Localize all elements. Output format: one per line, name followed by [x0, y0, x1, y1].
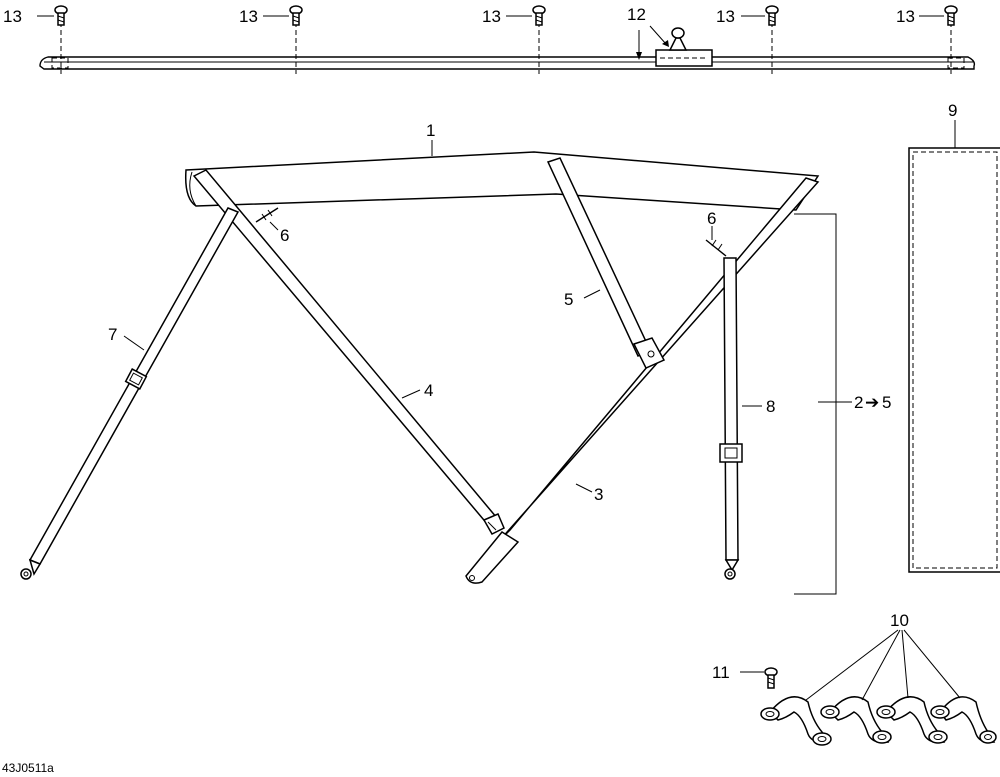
- frame-brace-5: [546, 157, 666, 369]
- top-rail-assembly: [39, 22, 976, 74]
- strap-7: [20, 207, 240, 580]
- top-rail: [39, 56, 976, 70]
- group-bracket: [794, 213, 837, 595]
- leader-5: [583, 289, 601, 299]
- callout-11: 11: [712, 663, 730, 682]
- callout-6-right: 6: [707, 209, 716, 228]
- frame-tube-4: [192, 169, 505, 535]
- screw-13-a: [54, 5, 68, 26]
- rivet-6-right: [705, 239, 727, 257]
- screw-13-b: [289, 5, 303, 26]
- strap-clip-10-b: [820, 696, 892, 744]
- rail-fitting: [655, 27, 713, 67]
- rivet-6-left: [255, 207, 279, 223]
- arrow-right-icon: ➔: [865, 393, 879, 412]
- frame-tube-3: [465, 177, 820, 584]
- screw-13-e: [944, 5, 958, 26]
- drawing-code: 43J0511a: [2, 761, 54, 775]
- callout-3: 3: [594, 485, 603, 504]
- strap-clip-10-c: [876, 696, 948, 744]
- callout-13-c: 13: [482, 7, 501, 26]
- callout-2-to-5: 2 ➔ 5: [854, 393, 891, 412]
- callout-7: 7: [108, 325, 117, 344]
- strap-clip-10-a: [760, 696, 832, 746]
- boot-9: [908, 147, 1000, 573]
- callout-12: 12: [627, 5, 646, 24]
- screw-13-d: [765, 5, 779, 26]
- callout-4: 4: [424, 381, 433, 400]
- callout-1: 1: [426, 121, 435, 140]
- callout-6-left: 6: [280, 226, 289, 245]
- leader-6-left: [269, 221, 279, 231]
- callout-9: 9: [948, 101, 957, 120]
- callout-10: 10: [890, 611, 909, 630]
- leader-7: [123, 335, 145, 351]
- strap-clip-10-d: [930, 696, 997, 744]
- screw-13-c: [532, 5, 546, 26]
- callout-13-b: 13: [239, 7, 258, 26]
- leader-4: [401, 389, 421, 399]
- callout-5: 5: [564, 290, 573, 309]
- leader-3: [575, 483, 593, 493]
- top-canvas: [184, 151, 820, 211]
- callout-8: 8: [766, 397, 775, 416]
- screw-11: [764, 667, 778, 689]
- callout-13-a: 13: [3, 7, 22, 26]
- callout-13-d: 13: [716, 7, 735, 26]
- callout-13-e: 13: [896, 7, 915, 26]
- svg-text:5: 5: [882, 393, 891, 412]
- svg-text:2: 2: [854, 393, 863, 412]
- strap-8: [719, 257, 743, 580]
